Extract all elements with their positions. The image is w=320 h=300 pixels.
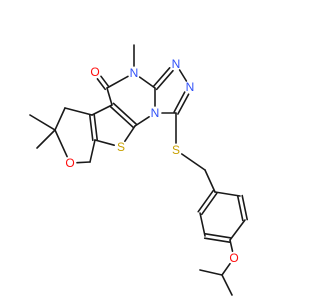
atom-symbol: S: [172, 143, 180, 157]
bond-line: [203, 237, 231, 243]
bond-line: [89, 139, 96, 163]
atom-symbol: N: [130, 66, 139, 80]
bond-line: [199, 212, 206, 237]
atom-symbol: O: [65, 156, 74, 170]
bond-line: [54, 129, 68, 158]
atom-n-methyl: N: [130, 66, 139, 80]
atom-n-bridge: N: [151, 106, 160, 120]
bond-line: [100, 75, 110, 88]
bond-line: [138, 76, 156, 89]
bond-line: [89, 114, 94, 142]
atom-symbol: O: [90, 65, 99, 79]
bond-line: [91, 104, 113, 116]
bond-line: [201, 192, 218, 216]
bond-line: [124, 125, 136, 142]
bond-line: [221, 274, 233, 296]
bond-line: [76, 161, 91, 164]
bond-line: [106, 87, 113, 106]
bond-line: [199, 269, 223, 276]
atom-o-carbonyl: O: [90, 65, 99, 79]
bond-line: [241, 194, 248, 221]
bond-line: [109, 105, 135, 129]
bond-line: [237, 195, 244, 222]
bond-line: [177, 93, 190, 115]
bond-line: [173, 91, 186, 113]
atom-symbol: O: [229, 251, 238, 265]
bond-line: [112, 102, 138, 126]
bond-line: [178, 69, 188, 82]
atom-n-tri-lower: N: [186, 80, 195, 94]
bond-line: [96, 78, 106, 91]
bond-line: [181, 153, 206, 171]
bond-line: [54, 107, 66, 131]
atom-s-thiophene: S: [117, 140, 125, 154]
atom-o-pyran: O: [65, 156, 74, 170]
bond-line: [204, 169, 216, 193]
bond-line: [152, 67, 171, 88]
atom-symbol: N: [186, 80, 195, 94]
atom-o-ether: O: [229, 251, 238, 265]
bond-line: [106, 75, 129, 89]
bond-line: [214, 191, 241, 197]
bond-line: [93, 113, 98, 141]
atom-symbol: N: [151, 106, 160, 120]
bond-line: [221, 262, 231, 276]
bond-line: [204, 233, 232, 239]
atom-symbol: S: [117, 140, 125, 154]
atom-s-thioether: S: [172, 143, 180, 157]
bond-line: [36, 129, 56, 149]
bond-line: [94, 139, 115, 146]
bond-line: [229, 219, 246, 241]
bond-line: [197, 189, 214, 213]
bond-line: [155, 69, 174, 91]
bond-line: [134, 116, 150, 127]
bond-line: [64, 107, 93, 116]
bond-lines: [29, 44, 248, 296]
atom-n-tri-upper: N: [172, 57, 181, 71]
bond-line: [229, 239, 234, 252]
atom-symbol: N: [172, 57, 181, 71]
bond-line: [29, 114, 56, 131]
